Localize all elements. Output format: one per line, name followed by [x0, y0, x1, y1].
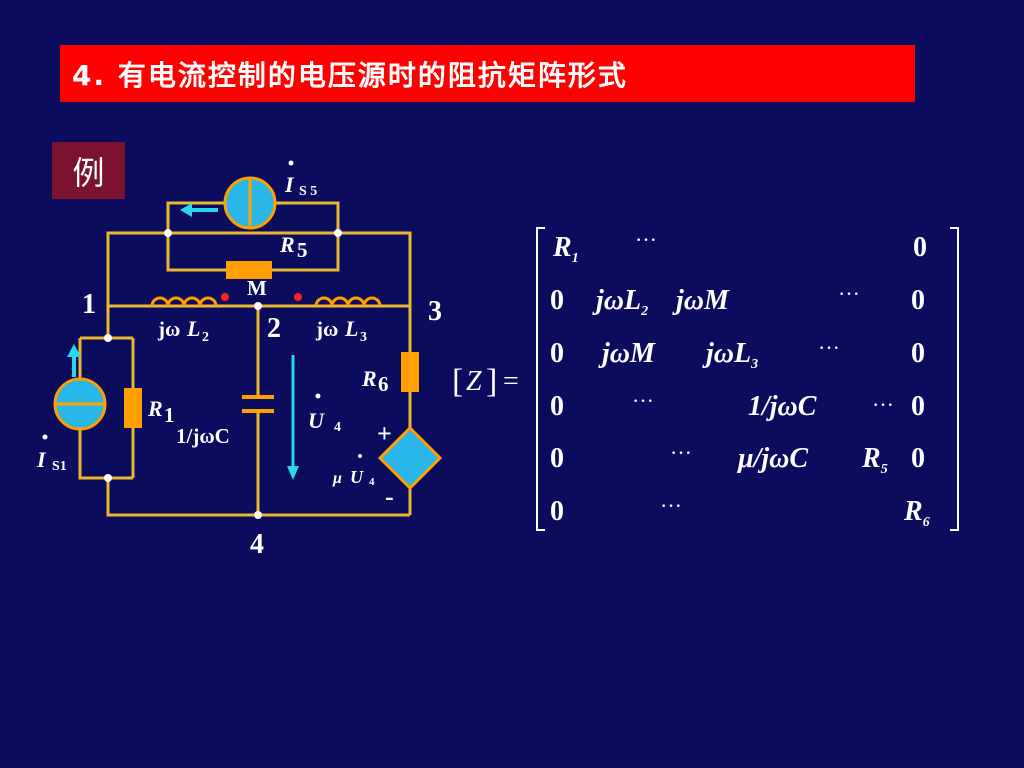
resistor-r5 — [226, 261, 272, 279]
junction-dots — [104, 229, 342, 519]
current-source-is5 — [223, 176, 277, 230]
m-r3-dots: ··· — [818, 335, 840, 360]
m-r1-dots: ··· — [635, 227, 657, 252]
m-r4-dots: ··· — [632, 388, 654, 413]
is5-label: I — [284, 172, 295, 197]
resistor-r6 — [401, 352, 419, 392]
m-r1-c1: R1 — [552, 232, 579, 266]
m-r5-t2: R5 — [861, 443, 888, 477]
inductor-l2 — [150, 296, 218, 307]
ccvs-label: U — [350, 467, 364, 487]
r6-label: R — [361, 366, 377, 391]
l3-sub: 3 — [360, 330, 367, 345]
m-r3-t2: jωL3 — [702, 338, 758, 372]
u4-label: U — [308, 408, 325, 433]
m-r5-dots: ··· — [670, 440, 692, 465]
l2-prefix: jω — [157, 317, 180, 341]
m-r6-c1: 0 — [550, 496, 564, 527]
m-r6-dots: ··· — [660, 493, 682, 518]
is1-sub: S1 — [52, 459, 67, 474]
m-r3-c1: 0 — [550, 338, 564, 369]
m-r5-last: 0 — [911, 443, 925, 474]
r1-sub: 1 — [164, 403, 175, 427]
is5-sub: S 5 — [299, 184, 317, 199]
u4-sub: 4 — [334, 420, 341, 435]
m-r2-last: 0 — [911, 285, 925, 316]
m-r3-t1: jωM — [598, 338, 656, 369]
l2-label: L — [186, 316, 200, 341]
matrix-lhs-equals: = — [503, 366, 519, 397]
m-r2-c1: 0 — [550, 285, 564, 316]
mutual-label: M — [247, 276, 267, 300]
cap-label: 1/jωC — [176, 424, 230, 448]
m-r5-c1: 0 — [550, 443, 564, 474]
dependent-voltage-source — [377, 425, 443, 491]
m-r3-last: 0 — [911, 338, 925, 369]
impedance-matrix: [ Z ] = R1 ··· 0 0 jωL2 jωM ··· 0 0 jωM … — [452, 227, 959, 531]
matrix-lhs-bracket-close: ] — [486, 363, 497, 400]
example-badge: 例 — [52, 142, 125, 199]
l2-sub: 2 — [202, 330, 209, 345]
m-r5-t1: μ/jωC — [736, 443, 808, 474]
node-3-label: 3 — [428, 296, 442, 327]
r6-sub: 6 — [378, 372, 389, 396]
l3-label: L — [344, 316, 358, 341]
m-r2-t2: jωM — [672, 285, 730, 316]
circuit-labels: 1 2 3 4 I S 5 R 5 M jω L 2 jω L 3 R 6 R … — [36, 160, 442, 560]
m-r4-c1: 0 — [550, 391, 564, 422]
node-1-label: 1 — [82, 289, 96, 320]
arrow-left-icon — [180, 203, 218, 217]
is1-label: I — [36, 447, 47, 472]
m-r2-dots: ··· — [838, 281, 860, 306]
plus-sign: + — [377, 419, 392, 448]
arrow-down-icon — [287, 355, 299, 480]
m-r4-last: 0 — [911, 391, 925, 422]
current-source-is1 — [53, 377, 107, 431]
matrix-brackets — [536, 227, 959, 531]
r1-label: R — [147, 396, 163, 421]
arrow-up-icon — [67, 344, 81, 377]
ccvs-mu: μ — [332, 470, 342, 487]
inductor-l3 — [314, 296, 382, 307]
node-2-label: 2 — [267, 313, 281, 344]
l3-prefix: jω — [315, 317, 338, 341]
r5-sub: 5 — [297, 238, 308, 262]
ccvs-sub: 4 — [369, 476, 375, 488]
minus-sign: - — [385, 482, 394, 511]
matrix-lhs-z: Z — [466, 366, 482, 397]
matrix-lhs-bracket-open: [ — [452, 363, 463, 400]
m-r4-t1: 1/jωC — [748, 391, 817, 422]
coupling-dot-l3 — [294, 293, 302, 301]
capacitor — [242, 395, 274, 413]
m-r4-dots2: ··· — [872, 392, 894, 417]
resistor-r1 — [124, 388, 142, 428]
r5-label: R — [279, 232, 295, 257]
m-r1-last: 0 — [913, 232, 927, 263]
m-r6-last: R6 — [903, 496, 930, 530]
m-r2-t1: jωL2 — [592, 285, 648, 319]
node-4-label: 4 — [250, 529, 264, 560]
slide-title: 4. 有电流控制的电压源时的阻抗矩阵形式 — [60, 45, 915, 102]
coupling-dot-l2 — [221, 293, 229, 301]
